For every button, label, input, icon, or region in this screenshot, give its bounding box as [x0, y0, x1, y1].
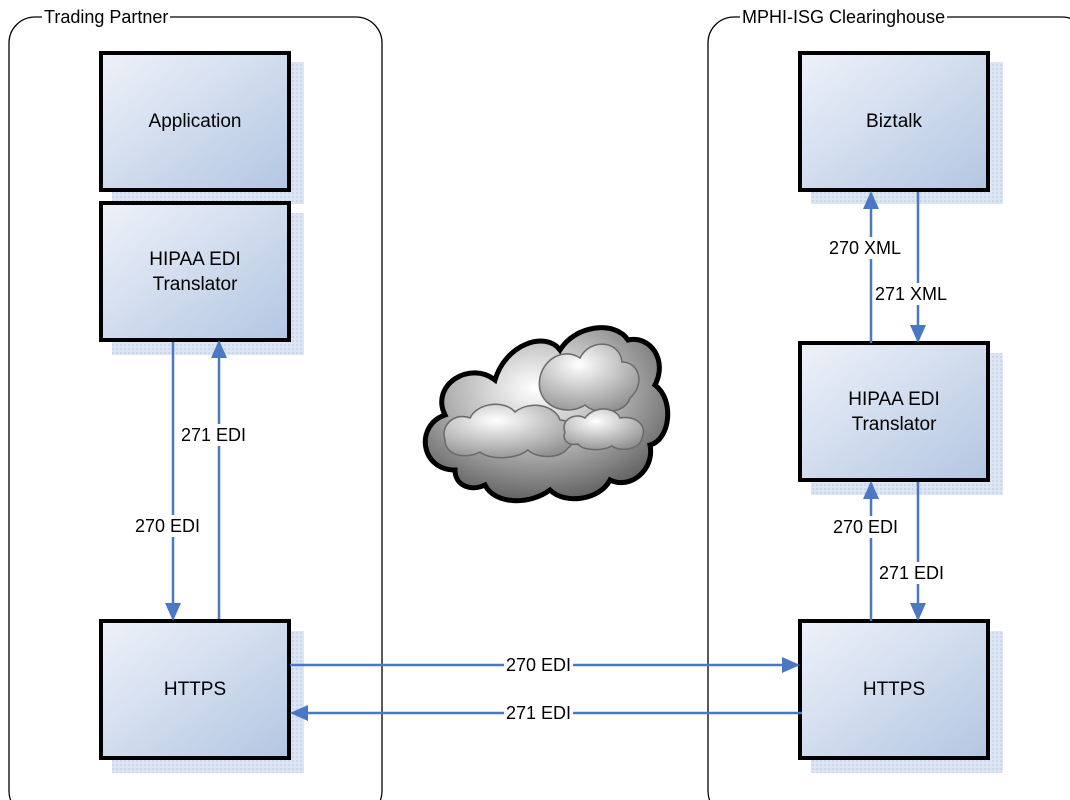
node-tp-https — [99, 619, 291, 760]
node-ch-translator — [798, 341, 990, 482]
label-tp-https: HTTPS — [163, 679, 227, 700]
node-tp-translator — [99, 201, 291, 342]
edge-label-tp-270: 270 EDI — [133, 515, 203, 537]
edge-label-tp-271: 271 EDI — [179, 424, 249, 446]
node-biztalk — [798, 51, 990, 192]
edge-label-ch-270xml: 270 XML — [827, 237, 904, 259]
edge-label-mid-271: 271 EDI — [504, 702, 574, 724]
label-tp-translator: HIPAA EDI Translator — [149, 248, 241, 295]
group-title-trading-partner: Trading Partner — [42, 7, 171, 27]
group-trading-partner — [8, 16, 383, 800]
label-biztalk: Biztalk — [866, 111, 922, 132]
edge-label-ch-271edi: 271 EDI — [877, 562, 947, 584]
edge-label-ch-270edi: 270 EDI — [831, 516, 901, 538]
label-ch-translator: HIPAA EDI Translator — [848, 388, 940, 435]
node-application — [99, 51, 291, 192]
cloud-icon — [422, 325, 671, 504]
edge-label-mid-270: 270 EDI — [504, 654, 574, 676]
edge-label-ch-271xml: 271 XML — [873, 283, 950, 305]
node-ch-https — [798, 619, 990, 760]
group-title-clearinghouse: MPHI-ISG Clearinghouse — [740, 7, 948, 27]
label-ch-https: HTTPS — [862, 679, 926, 700]
label-application: Application — [148, 111, 242, 132]
